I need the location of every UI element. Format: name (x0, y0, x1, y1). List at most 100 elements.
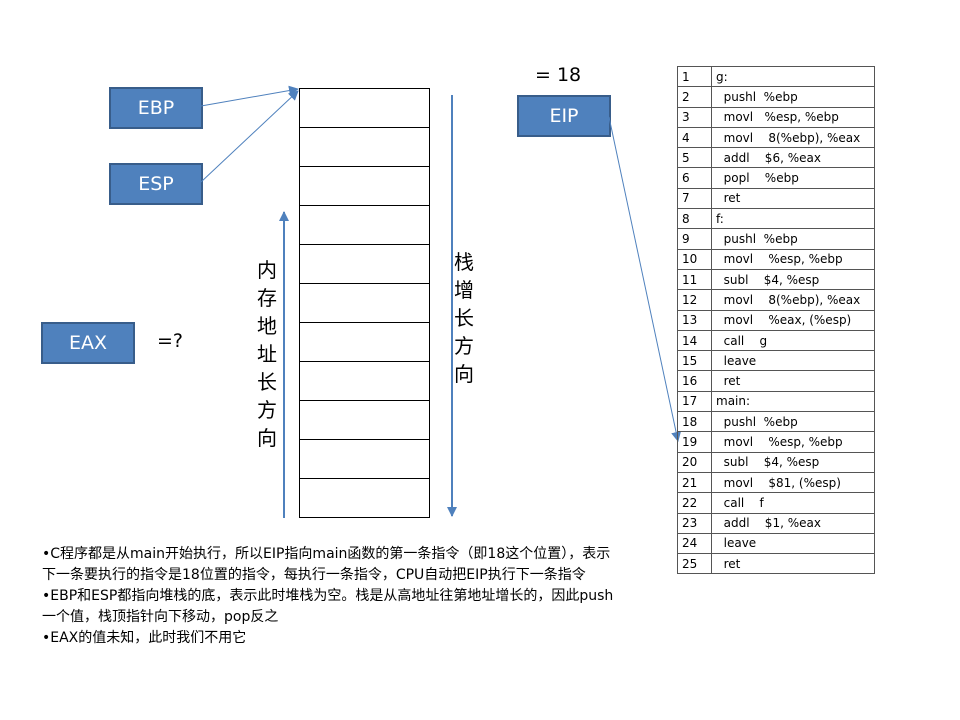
line-number: 21 (677, 471, 712, 494)
code-row: 19 movl %esp, %ebp (677, 431, 875, 453)
code-row: 9 pushl %ebp (677, 228, 875, 250)
instruction-text: movl %eax, (%esp) (716, 313, 852, 328)
line-number: 24 (677, 532, 712, 555)
label-char: 地 (257, 314, 277, 338)
line-number: 20 (677, 451, 712, 473)
instruction-text: movl 8(%ebp), %eax (716, 292, 861, 307)
instruction-cell: addl $6, %eax (711, 147, 875, 169)
stack-cell (300, 245, 429, 284)
label-char: 方 (257, 398, 277, 422)
code-row: 5 addl $6, %eax (677, 147, 875, 169)
instruction-cell: movl %esp, %ebp (711, 431, 875, 453)
line-number: 17 (677, 390, 712, 413)
instruction-cell: movl %esp, %ebp (711, 248, 875, 270)
instruction-cell: main: (711, 390, 875, 413)
line-number: 22 (677, 492, 712, 514)
line-number: 6 (677, 167, 712, 189)
instruction-cell: movl 8(%ebp), %eax (711, 126, 875, 149)
eip-register: EIP (517, 95, 611, 137)
code-row: 7 ret (677, 187, 875, 210)
instruction-text: addl $1, %eax (716, 516, 821, 531)
stack-cell (300, 284, 429, 323)
instruction-cell: pushl %ebp (711, 411, 875, 433)
stack-cell (300, 479, 429, 518)
line-number: 16 (677, 370, 712, 392)
instruction-cell: pushl %ebp (711, 228, 875, 250)
instruction-text: ret (716, 556, 741, 571)
instruction-cell: leave (711, 350, 875, 372)
code-row: 6 popl %ebp (677, 167, 875, 189)
instruction-cell: addl $1, %eax (711, 512, 875, 534)
eax-value: =? (157, 330, 184, 352)
esp-register: ESP (109, 163, 203, 205)
line-number: 2 (677, 86, 712, 108)
instruction-text: subl $4, %esp (716, 272, 820, 287)
code-row: 4 movl 8(%ebp), %eax (677, 126, 875, 149)
instruction-text: popl %ebp (716, 171, 799, 186)
stack-cell (300, 323, 429, 362)
ebp-register: EBP (109, 87, 203, 129)
code-row: 18 pushl %ebp (677, 411, 875, 433)
instruction-text: movl $81, (%esp) (716, 475, 841, 490)
instruction-text: pushl %ebp (716, 89, 798, 104)
instruction-text: movl %esp, %ebp (716, 434, 843, 449)
instruction-text: g: (716, 69, 728, 84)
code-row: 12 movl 8(%ebp), %eax (677, 289, 875, 311)
instruction-cell: ret (711, 553, 875, 575)
note-eip: •C程序都是从main开始执行，所以EIP指向main函数的第一条指令（即18这… (42, 546, 611, 583)
instruction-cell: popl %ebp (711, 167, 875, 189)
line-number: 14 (677, 329, 712, 352)
note-eax: •EAX的值未知，此时我们不用它 (42, 630, 247, 646)
instruction-text: leave (716, 536, 757, 551)
code-row: 21 movl $81, (%esp) (677, 471, 875, 494)
label-char: 增 (454, 278, 474, 302)
code-row: 22 call f (677, 492, 875, 514)
label-char: 栈 (454, 250, 474, 274)
stack-cell (300, 440, 429, 479)
label-char: 长 (257, 370, 277, 394)
instruction-text: call g (716, 333, 768, 348)
line-number: 5 (677, 147, 712, 169)
instruction-cell: f: (711, 208, 875, 230)
stack-cell (300, 89, 429, 128)
code-row: 16 ret (677, 370, 875, 392)
instruction-text: movl %esp, %ebp (716, 252, 843, 267)
line-number: 13 (677, 309, 712, 331)
stack-frame (299, 88, 430, 518)
label-char: 长 (454, 306, 474, 330)
instruction-text: f: (716, 211, 724, 226)
instruction-cell: leave (711, 532, 875, 555)
line-number: 23 (677, 512, 712, 534)
esp-pointer-arrow (200, 90, 299, 183)
code-row: 2 pushl %ebp (677, 86, 875, 108)
line-number: 9 (677, 228, 712, 250)
line-number: 3 (677, 106, 712, 128)
code-row: 15 leave (677, 350, 875, 372)
instruction-cell: call f (711, 492, 875, 514)
line-number: 18 (677, 411, 712, 433)
instruction-cell: call g (711, 329, 875, 352)
instruction-text: ret (716, 191, 741, 206)
label-char: 向 (257, 426, 277, 450)
code-row: 10 movl %esp, %ebp (677, 248, 875, 270)
stack-cell (300, 401, 429, 440)
instruction-text: movl %esp, %ebp (716, 110, 839, 125)
instruction-cell: movl 8(%ebp), %eax (711, 289, 875, 311)
line-number: 7 (677, 187, 712, 210)
stack-growth-direction-label: 栈增长方向 (452, 248, 476, 388)
code-row: 23 addl $1, %eax (677, 512, 875, 534)
label-char: 址 (257, 342, 277, 366)
instruction-cell: g: (711, 65, 875, 88)
stack-cell (300, 167, 429, 206)
label-char: 向 (454, 362, 474, 386)
label-char: 存 (257, 286, 277, 310)
instruction-text: leave (716, 353, 757, 368)
instruction-text: movl 8(%ebp), %eax (716, 130, 861, 145)
code-row: 11 subl $4, %esp (677, 268, 875, 291)
line-number: 25 (677, 553, 712, 575)
note-ebp-esp: •EBP和ESP都指向堆栈的底，表示此时堆栈为空。栈是从高地址往第地址增长的，因… (42, 588, 614, 625)
